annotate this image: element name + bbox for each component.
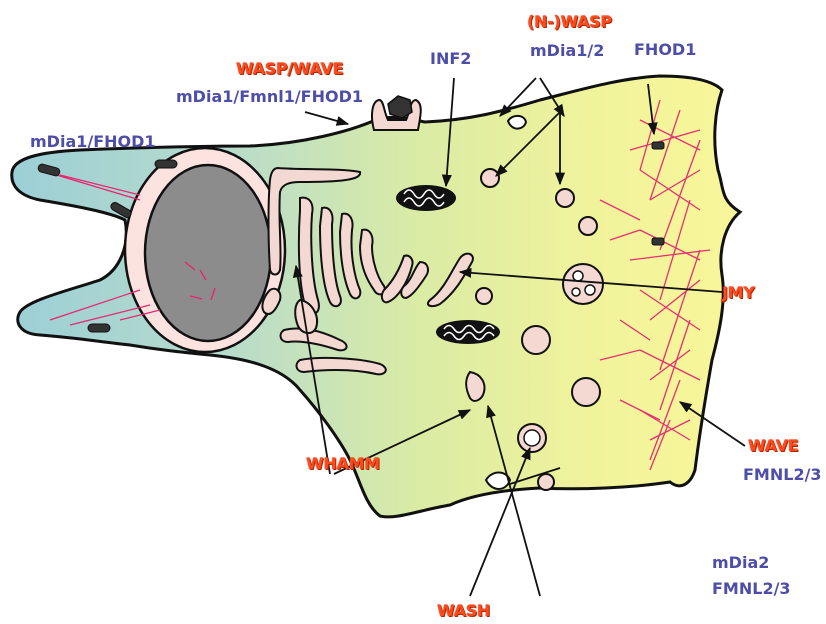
multivesicular-body [563, 264, 603, 304]
label-mdia1-fmnl1-fhod1: mDia1/Fmnl1/FHOD1 [176, 88, 363, 106]
label-fmnl2-3-mdia2: FMNL2/3 [712, 580, 791, 598]
label-whamm: WHAMM [306, 455, 380, 473]
label-wasp-wave: WASP/WAVE [236, 60, 343, 78]
label-wash: WASH [437, 602, 490, 620]
mitochondrion [396, 185, 456, 211]
nucleus [145, 165, 271, 341]
endosome [518, 424, 546, 452]
pathogen [388, 96, 412, 118]
mitochondrion [436, 320, 500, 344]
label-fmnl2-3-wave: FMNL2/3 [743, 466, 822, 484]
label-inf2: INF2 [430, 50, 471, 68]
label-mdia1-fhod1: mDia1/FHOD1 [30, 133, 156, 151]
label-mdia1-2: mDia1/2 [530, 42, 604, 60]
label-wave: WAVE [748, 437, 798, 455]
label-jmy: JMY [722, 284, 755, 302]
label-n-wasp: (N-)WASP [527, 13, 612, 31]
label-mdia2: mDia2 [712, 554, 769, 572]
label-fhod1: FHOD1 [634, 41, 696, 59]
